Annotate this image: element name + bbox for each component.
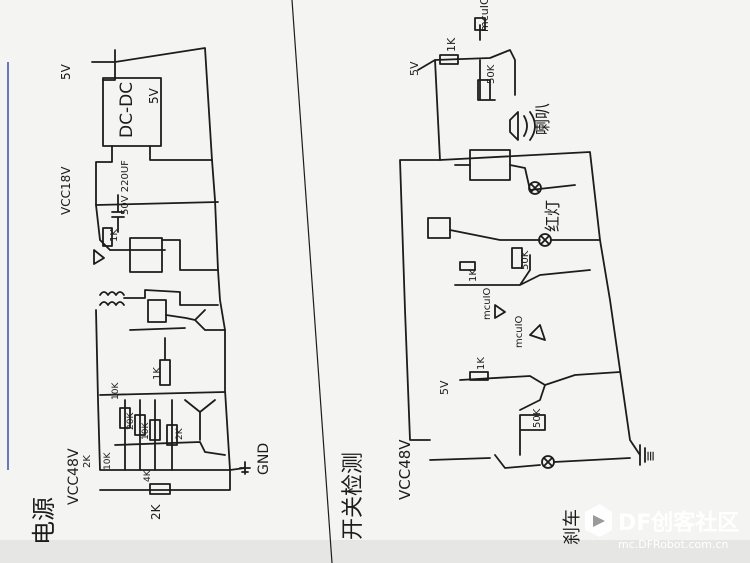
- paper-shadow: [0, 540, 750, 563]
- label-r-g: 2K: [149, 503, 163, 520]
- switch-ground: [639, 444, 646, 466]
- resistor-2k-bottom: [149, 483, 171, 495]
- dc-dc-box: [102, 77, 162, 147]
- label-r-1k-top: 1K: [445, 37, 458, 52]
- power-input-wire: [91, 47, 213, 161]
- watermark-url: mc.DFRobot.com.cn: [618, 538, 728, 551]
- diode: [93, 249, 105, 265]
- speaker-icon: [509, 111, 536, 141]
- label-r-1k-low: 1K: [476, 357, 487, 370]
- label-r-b: 20K: [126, 412, 136, 430]
- relay-2: [427, 217, 451, 239]
- label-r-d: 2K: [175, 427, 185, 440]
- power-left-rail: [95, 309, 231, 471]
- title-switch: 开关检测: [341, 452, 366, 540]
- dc-dc-out-wire: [95, 145, 213, 206]
- label-capacitor: 50V 220UF: [120, 160, 131, 215]
- label-5v-mid: 5V: [438, 380, 451, 395]
- resistor-50k-low: [519, 414, 546, 456]
- switch-low-transistor: [459, 371, 621, 411]
- resistor-50k-top: [477, 59, 496, 101]
- power-wire-5: [99, 391, 226, 396]
- power-wire-4: [123, 289, 219, 306]
- label-r-e: 10K: [103, 452, 113, 470]
- switch-right-rail: [439, 151, 641, 456]
- label-red-lamp: 红灯: [543, 200, 562, 232]
- label-r-50k-top: 50K: [486, 64, 497, 84]
- watermark: DF创客社区 mc.DFRobot.com.cn: [585, 504, 739, 551]
- switch-mid-transistor: [454, 254, 591, 286]
- power-labels: 5V DC-DC 5V VCC18V 50V 220UF 1K 1K 10K 2…: [30, 63, 272, 545]
- transistor-q2: [184, 399, 216, 441]
- label-r-c: 10K: [141, 422, 151, 440]
- transistor-q1: [165, 309, 226, 331]
- resistor-50k-mid: [511, 247, 523, 269]
- power-circuit: [91, 47, 251, 495]
- label-dc-dc-out: 5V: [147, 87, 161, 104]
- label-r-f: 4K: [143, 469, 153, 482]
- label-brake: 刹车: [562, 509, 583, 545]
- watermark-brand: DF创客社区: [618, 510, 739, 536]
- fold-line: [291, 0, 333, 563]
- watermark-logo-mark: [593, 515, 605, 527]
- capacitor: [111, 194, 125, 233]
- label-switch-gnd: ≡: [643, 450, 659, 462]
- label-vcc18v: VCC18V: [59, 166, 73, 215]
- power-ground: [239, 461, 251, 475]
- relay-2-wire: [449, 229, 541, 241]
- resistor-1k-low: [469, 371, 489, 381]
- transformer-coil: [99, 291, 125, 306]
- power-wire-6: [114, 441, 226, 456]
- lamp-1: [528, 181, 542, 195]
- switch-labels: mcuIO 1K 5V 50K 喇叭 红灯 1K 50K mcuIO mcuIO…: [341, 0, 659, 545]
- label-dc-dc: DC-DC: [117, 82, 137, 138]
- mosfet: [147, 299, 167, 323]
- relay-wires: [454, 164, 576, 191]
- label-r-1k-mid: 1K: [468, 269, 479, 282]
- title-power: 电源: [30, 497, 58, 545]
- brake-wire: [553, 457, 631, 463]
- label-r-bottom: 2K: [82, 455, 93, 468]
- label-mcu-mid-2: mcuIO: [514, 315, 525, 348]
- switch-circuit: [399, 17, 646, 469]
- lamp-1-cross: [530, 183, 540, 193]
- label-vcc48v-switch: VCC48V: [396, 439, 414, 500]
- label-vcc48v-power: VCC48V: [66, 448, 82, 505]
- label-r-a: 10K: [111, 382, 121, 400]
- label-mcu-top: mcuIO: [478, 0, 491, 32]
- label-mcu-mid: mcuIO: [482, 287, 493, 320]
- resistor-b: [134, 414, 146, 436]
- power-right-rail: [211, 159, 246, 471]
- switch-bottom-wire: [429, 454, 541, 469]
- resistor-1k-mid: [129, 327, 186, 386]
- resistor-a: [119, 407, 131, 429]
- mcu-io-mid-arrows: [494, 304, 546, 341]
- power-bottom-wire: [99, 469, 231, 491]
- mcu-io-top: [474, 17, 486, 41]
- switch-left-rail: [399, 59, 441, 441]
- resistor-c: [149, 419, 161, 441]
- label-gnd: GND: [256, 443, 272, 475]
- label-power-in: 5V: [59, 63, 73, 80]
- label-r-50k-low: 50K: [532, 408, 543, 428]
- brake-lamp-cross: [543, 457, 553, 467]
- label-r-50k-mid: 50K: [520, 250, 531, 270]
- relay-block: [129, 237, 163, 273]
- power-wire-3: [161, 239, 219, 271]
- resistor-1k-top: [102, 227, 113, 247]
- label-r-mid: 1K: [152, 367, 163, 380]
- label-r-top: 1K: [109, 229, 120, 242]
- label-5v-top: 5V: [408, 61, 421, 76]
- label-speaker: 喇叭: [533, 103, 552, 135]
- resistor-d: [166, 424, 178, 446]
- lamp-2-cross: [540, 235, 550, 245]
- resistor-1k-mid: [459, 261, 476, 271]
